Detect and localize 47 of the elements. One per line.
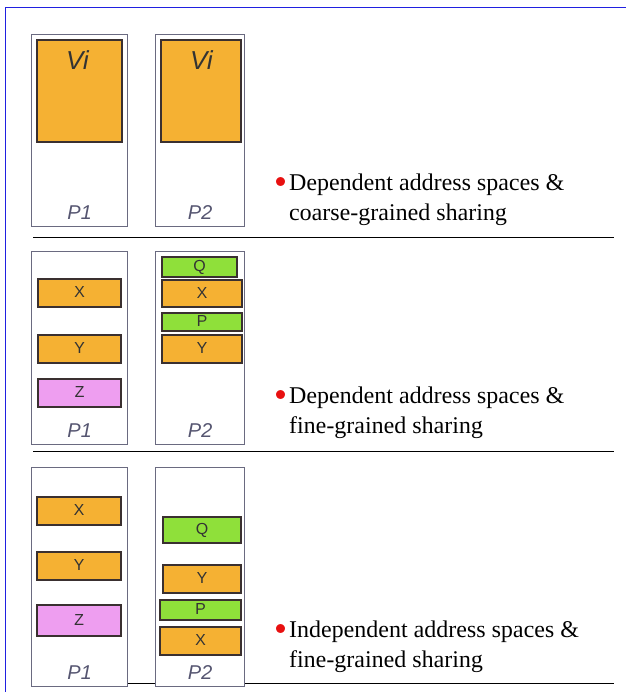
memory-region bbox=[36, 604, 122, 637]
memory-region bbox=[37, 378, 122, 408]
memory-column bbox=[31, 34, 128, 227]
memory-region bbox=[161, 279, 243, 308]
memory-region bbox=[36, 496, 122, 526]
region-label: X bbox=[195, 633, 206, 649]
memory-region bbox=[161, 256, 238, 278]
memory-column bbox=[31, 467, 128, 687]
memory-column bbox=[155, 34, 245, 227]
region-label: X bbox=[196, 286, 208, 302]
region-label: Z bbox=[74, 612, 84, 628]
region-label: X bbox=[74, 503, 84, 519]
region-label: Y bbox=[196, 341, 208, 357]
memory-region bbox=[162, 516, 242, 544]
memory-region bbox=[162, 564, 242, 594]
memory-column bbox=[31, 251, 128, 445]
bullet-text: Dependent address spaces & coarse-grained sharing bbox=[289, 169, 566, 228]
bullet-text: Dependent address spaces & fine-grained sharing bbox=[289, 382, 566, 441]
region-label: Z bbox=[74, 385, 84, 401]
region-label: Vi bbox=[190, 47, 213, 73]
memory-region bbox=[37, 334, 122, 364]
process-label: P2 bbox=[186, 201, 214, 226]
memory-region bbox=[160, 39, 242, 143]
memory-region bbox=[36, 551, 122, 581]
region-label: Q bbox=[193, 259, 206, 275]
region-label: Y bbox=[74, 558, 84, 574]
process-label: P2 bbox=[186, 419, 214, 444]
memory-region bbox=[161, 334, 243, 364]
memory-region bbox=[37, 278, 122, 308]
process-label: P1 bbox=[66, 661, 93, 686]
memory-column bbox=[155, 467, 245, 687]
region-label: Y bbox=[74, 341, 85, 357]
memory-region bbox=[159, 626, 242, 656]
region-label: Y bbox=[196, 571, 208, 587]
process-label: P1 bbox=[66, 201, 93, 226]
region-label: Q bbox=[196, 522, 208, 538]
process-label: P2 bbox=[186, 661, 214, 686]
memory-region bbox=[161, 312, 243, 332]
region-label: P bbox=[195, 602, 206, 618]
region-label: P bbox=[196, 314, 208, 330]
memory-region bbox=[36, 39, 123, 143]
memory-region bbox=[159, 599, 242, 621]
region-label: X bbox=[74, 285, 85, 301]
memory-column bbox=[155, 251, 245, 445]
region-label: Vi bbox=[66, 47, 89, 73]
process-label: P1 bbox=[66, 419, 93, 444]
bullet-text: Independent address spaces & fine-grained sharing bbox=[289, 616, 580, 675]
